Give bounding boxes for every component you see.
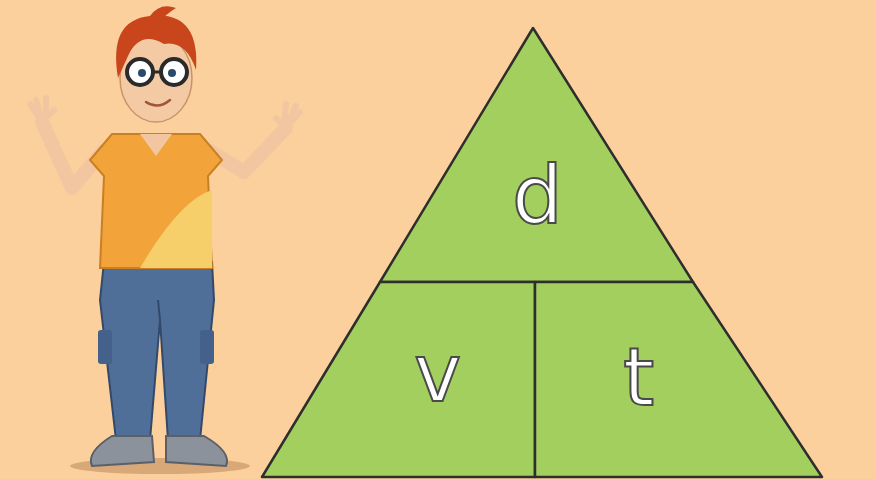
hair-tuft [150,6,176,22]
time-section: t [535,282,822,477]
section-fill [380,28,693,282]
section-fill [535,282,822,477]
right-arm [208,128,286,172]
smile [146,100,170,106]
section-fill [262,282,535,477]
boy-shoes [91,436,227,466]
right-hand [276,104,300,128]
distance-section: d [380,28,693,282]
glasses-lens [161,59,187,85]
jeans [100,262,214,440]
cartoon-boy [0,0,320,479]
cargo-pocket [98,330,112,364]
shirt-stripe [140,190,212,268]
jeans-seam [158,300,160,320]
speed-section: v [262,282,535,477]
shoe [166,436,227,466]
glasses-lens [127,59,153,85]
variable-letter: v [414,334,461,414]
section-shape [262,282,535,477]
section-shape [380,28,693,282]
shirt [90,134,222,268]
eye [138,69,146,77]
variable-letter: t [623,338,654,418]
neck [140,134,172,156]
variable-letter: d [512,156,563,236]
section-shape [535,282,822,477]
boy-head [116,6,196,122]
boy-legs [98,262,214,440]
boy-shirt [90,134,222,268]
glasses-bridge [153,71,161,74]
cargo-pocket [200,330,214,364]
eye [168,69,176,77]
shoe [91,436,154,466]
left-hand [30,98,54,122]
